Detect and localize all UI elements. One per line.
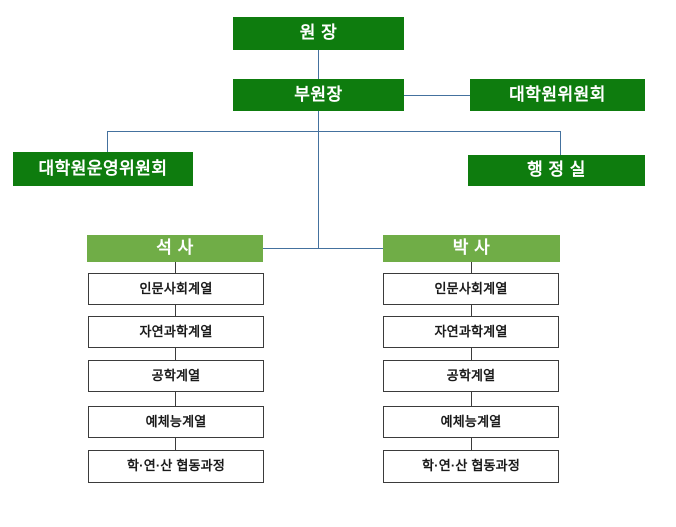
- node-masters-program-4[interactable]: 예체능계열: [88, 406, 264, 438]
- node-masters-program-5[interactable]: 학·연·산 협동과정: [88, 450, 264, 483]
- connector-bus-to-steering-committee: [107, 131, 109, 152]
- node-doctorate[interactable]: 박 사: [383, 235, 560, 262]
- connector-doctorate-program-3-4: [471, 392, 473, 406]
- node-doctorate-program-1[interactable]: 인문사회계열: [383, 273, 559, 305]
- connector-doctorate-program-2-3: [471, 348, 473, 360]
- node-doctorate-program-2[interactable]: 자연과학계열: [383, 316, 559, 348]
- node-masters[interactable]: 석 사: [87, 235, 263, 262]
- connector-doctorate-to-program-1: [471, 262, 473, 273]
- node-vice-director[interactable]: 부원장: [233, 79, 404, 111]
- node-doctorate-program-5[interactable]: 학·연·산 협동과정: [383, 450, 559, 483]
- connector-masters-to-program-1: [175, 262, 177, 273]
- node-masters-program-3[interactable]: 공학계열: [88, 360, 264, 392]
- connector-vice-trunk: [318, 111, 320, 131]
- connector-vice-to-graduate-committee: [404, 95, 470, 97]
- connector-masters-program-2-3: [175, 348, 177, 360]
- node-doctorate-program-4[interactable]: 예체능계열: [383, 406, 559, 438]
- connector-masters-program-4-5: [175, 438, 177, 450]
- node-masters-program-1[interactable]: 인문사회계열: [88, 273, 264, 305]
- connector-doctorate-program-4-5: [471, 438, 473, 450]
- connector-director-to-vice: [318, 50, 320, 79]
- node-graduate-committee[interactable]: 대학원위원회: [470, 79, 645, 111]
- node-director[interactable]: 원 장: [233, 17, 404, 50]
- node-masters-program-2[interactable]: 자연과학계열: [88, 316, 264, 348]
- connector-bus-horizontal: [107, 131, 561, 133]
- connector-trunk-to-degree-bus: [318, 131, 320, 249]
- connector-doctorate-program-1-2: [471, 305, 473, 316]
- connector-masters-program-3-4: [175, 392, 177, 406]
- connector-masters-program-1-2: [175, 305, 177, 316]
- connector-degree-bus-horizontal: [263, 248, 383, 250]
- node-graduate-steering-committee[interactable]: 대학원운영위원회: [13, 152, 193, 186]
- node-doctorate-program-3[interactable]: 공학계열: [383, 360, 559, 392]
- connector-bus-to-administration: [560, 131, 562, 155]
- node-administration-office[interactable]: 행 정 실: [468, 155, 645, 186]
